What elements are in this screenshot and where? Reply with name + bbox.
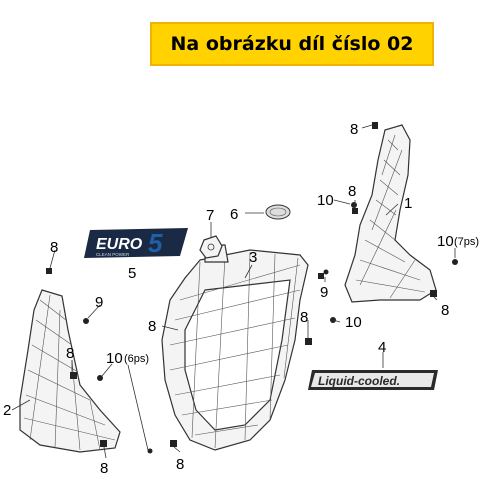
- callout-9b: 9: [320, 284, 328, 301]
- callout-8g: 8: [66, 345, 74, 362]
- euro-decal-subtext: CLEAN POWER: [96, 252, 130, 257]
- part-4-liquid-cooled-decal: Liquid-cooled.: [308, 370, 438, 390]
- liquid-cooled-text: Liquid-cooled.: [318, 374, 400, 388]
- leader-lines: [11, 124, 456, 459]
- callout-1: 1: [404, 195, 412, 212]
- part-6-badge: [265, 204, 291, 220]
- callout-6: 6: [230, 206, 238, 223]
- callouts: 8 1 10 8 7 6 3 10 (7ps) 8 5 9 9 10 8 8 8…: [3, 121, 479, 477]
- part-7-bracket: [199, 235, 223, 259]
- callout-10c: 10: [345, 314, 362, 331]
- euro-decal-number: 5: [148, 228, 163, 258]
- callout-10d: 10: [106, 350, 123, 367]
- callout-5: 5: [128, 265, 136, 282]
- callout-4: 4: [378, 339, 386, 356]
- callout-10b: 10: [437, 233, 454, 250]
- callout-8i: 8: [176, 456, 184, 473]
- callout-8e: 8: [148, 318, 156, 335]
- callout-3: 3: [249, 249, 257, 266]
- fasteners: [83, 202, 458, 454]
- title-banner: Na obrázku díl číslo 02: [150, 22, 434, 66]
- callout-8b: 8: [348, 183, 356, 200]
- part-2-left-panel: [19, 268, 121, 453]
- banner-text: Na obrázku díl číslo 02: [170, 33, 414, 55]
- callout-8h: 8: [100, 460, 108, 477]
- callout-10d-quantity: (6ps): [124, 353, 149, 365]
- callout-7: 7: [206, 207, 214, 224]
- euro-decal-text: EURO: [96, 236, 143, 253]
- callout-9a: 9: [95, 294, 103, 311]
- part-3-front-frame: [161, 244, 324, 451]
- callout-10b-quantity: (7ps): [454, 236, 479, 248]
- part-1-right-panel: [344, 122, 437, 303]
- callout-8f: 8: [300, 309, 308, 326]
- callout-2: 2: [3, 402, 11, 419]
- part-5-euro-decal: EURO 5 CLEAN POWER: [84, 228, 188, 258]
- callout-8d: 8: [50, 239, 58, 256]
- callout-10a: 10: [317, 192, 334, 209]
- callout-8c: 8: [441, 302, 449, 319]
- callout-8a: 8: [350, 121, 358, 138]
